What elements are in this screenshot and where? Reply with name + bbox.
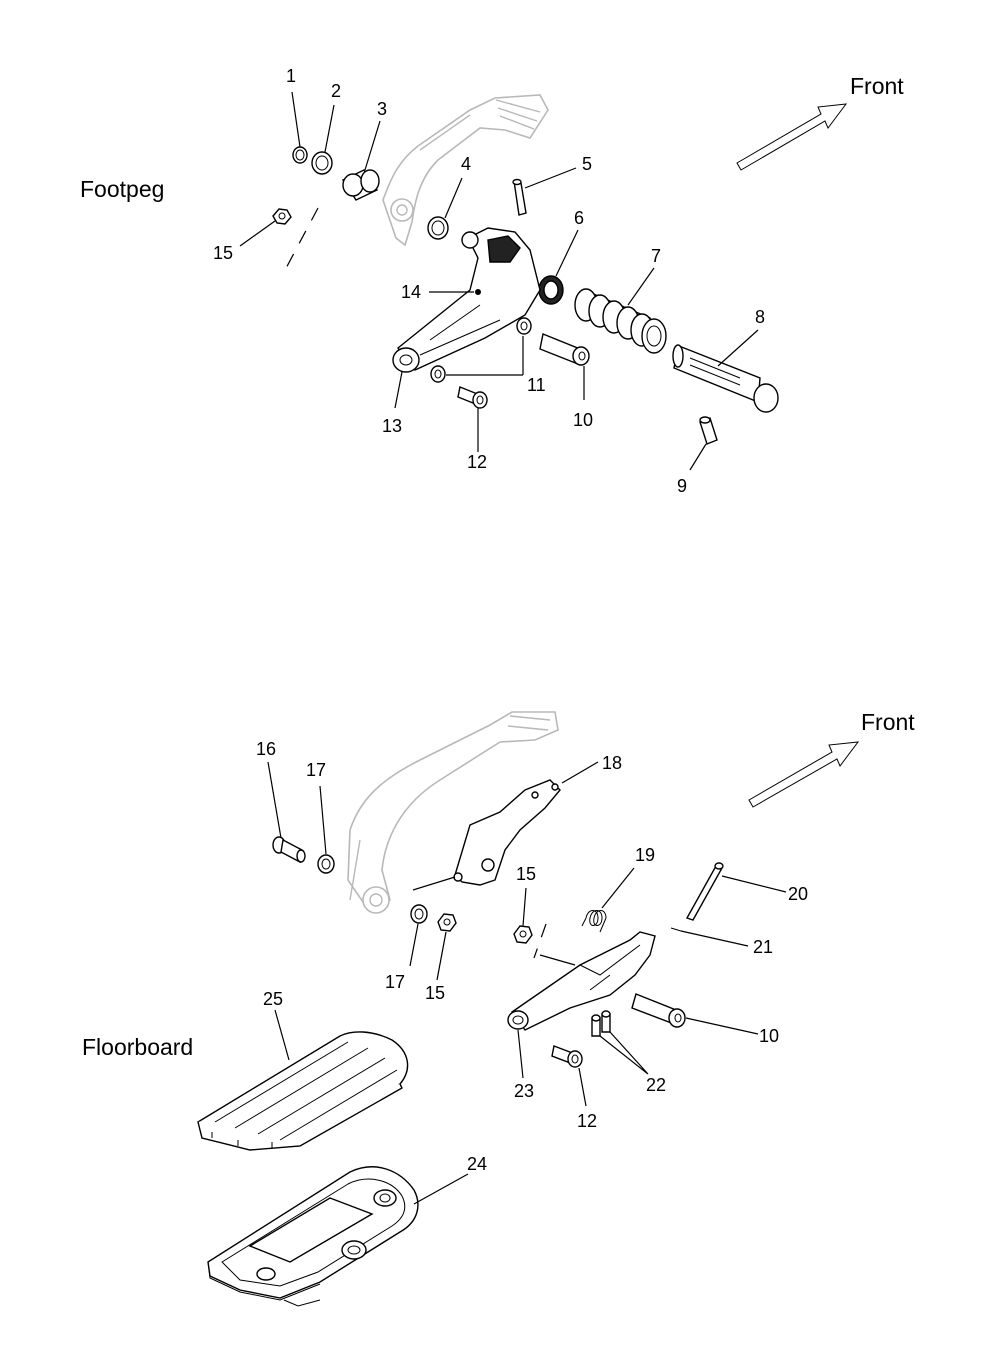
part-20-long-pin	[685, 862, 724, 921]
callout-13: 13	[382, 416, 402, 436]
callout-17-lower: 17	[385, 972, 405, 992]
part-7-rubber-grip	[574, 288, 667, 354]
part-23-floorboard-arm	[507, 931, 656, 1031]
ghost-shift-lever-floorboard	[347, 711, 559, 914]
part-18-bracket	[453, 779, 561, 886]
callout-25: 25	[263, 989, 283, 1009]
callout-15-left: 15	[425, 983, 445, 1003]
callout-16: 16	[256, 739, 276, 759]
footpeg-leaders	[239, 91, 759, 471]
callout-17-upper: 17	[306, 760, 326, 780]
callout-15: 15	[213, 243, 233, 263]
axis-line-floorboard	[533, 923, 547, 959]
callout-9: 9	[677, 476, 687, 496]
floorboard-callouts: 16 17 18 19 15 20 21 17 15 10 22 23 12 2…	[256, 739, 808, 1174]
part-15-nut-middle	[513, 925, 533, 944]
part-4-washer	[427, 216, 449, 240]
part-13-footpeg-mount	[392, 227, 541, 373]
callout-21: 21	[753, 937, 773, 957]
part-17-bushing-upper	[317, 854, 335, 874]
floorboard-section: Floorboard Front	[82, 709, 915, 1307]
part-9-pin	[699, 416, 718, 445]
part-17-washer-lower	[410, 904, 428, 924]
arm-connector	[539, 954, 576, 966]
axis-line-footpeg	[283, 207, 319, 273]
callout-19: 19	[635, 845, 655, 865]
callout-24: 24	[467, 1154, 487, 1174]
footpeg-section-title: Footpeg	[80, 176, 164, 202]
footpeg-section: Footpeg Front	[80, 66, 904, 496]
front-label-bottom: Front	[861, 709, 915, 735]
part-19-spring	[581, 910, 607, 933]
ghost-shift-lever-footpeg	[382, 94, 549, 247]
part-16-clevis-pin	[272, 836, 306, 864]
callout-8: 8	[755, 307, 765, 327]
callout-11: 11	[527, 375, 546, 395]
part-5-pin	[512, 178, 527, 216]
callout-1: 1	[286, 66, 296, 86]
part-22-screws	[591, 1010, 611, 1037]
part-6-washer	[538, 275, 564, 305]
callout-12-floorboard: 12	[577, 1111, 597, 1131]
callout-18: 18	[602, 753, 622, 773]
part-1-retaining-ring	[292, 146, 308, 164]
callout-4: 4	[461, 154, 471, 174]
footpeg-callouts: 1 2 3 4 5 6 7 8 9 10 11 12 13 14 15	[213, 66, 765, 496]
part-14-detent	[475, 289, 481, 295]
callout-22: 22	[646, 1075, 666, 1095]
part-10-bolt-floorboard	[631, 993, 686, 1028]
callout-10-floorboard: 10	[759, 1026, 779, 1046]
floorboard-leaders	[267, 761, 787, 1205]
part-24-floorboard-base	[207, 1166, 419, 1307]
part-12-bolt-floorboard	[551, 1045, 583, 1068]
floorboard-section-title: Floorboard	[82, 1034, 193, 1060]
part-12-bolt	[457, 386, 488, 409]
callout-15-middle: 15	[516, 864, 536, 884]
callout-23: 23	[514, 1081, 534, 1101]
part-3-bushing	[341, 169, 380, 201]
bracket-connector	[412, 876, 456, 891]
part-10-bolt	[539, 333, 590, 366]
callout-14: 14	[401, 282, 421, 302]
part-2-washer	[311, 151, 333, 175]
callout-20: 20	[788, 884, 808, 904]
front-label-top: Front	[850, 73, 904, 99]
callout-3: 3	[377, 99, 387, 119]
callout-7: 7	[651, 246, 661, 266]
callout-6: 6	[574, 208, 584, 228]
callout-10: 10	[573, 410, 593, 430]
callout-12: 12	[467, 452, 487, 472]
callout-2: 2	[331, 81, 341, 101]
part-8-peg-shaft	[672, 344, 779, 413]
part-15-nut-footpeg	[272, 208, 292, 225]
front-arrow-bottom	[748, 741, 860, 808]
part-21-cotter-pin	[670, 927, 682, 932]
front-arrow-top	[736, 103, 848, 171]
part-15-nut-left	[437, 913, 457, 932]
part-25-floorboard-pad	[197, 1031, 409, 1151]
callout-5: 5	[582, 154, 592, 174]
part-11-washers	[430, 317, 532, 383]
